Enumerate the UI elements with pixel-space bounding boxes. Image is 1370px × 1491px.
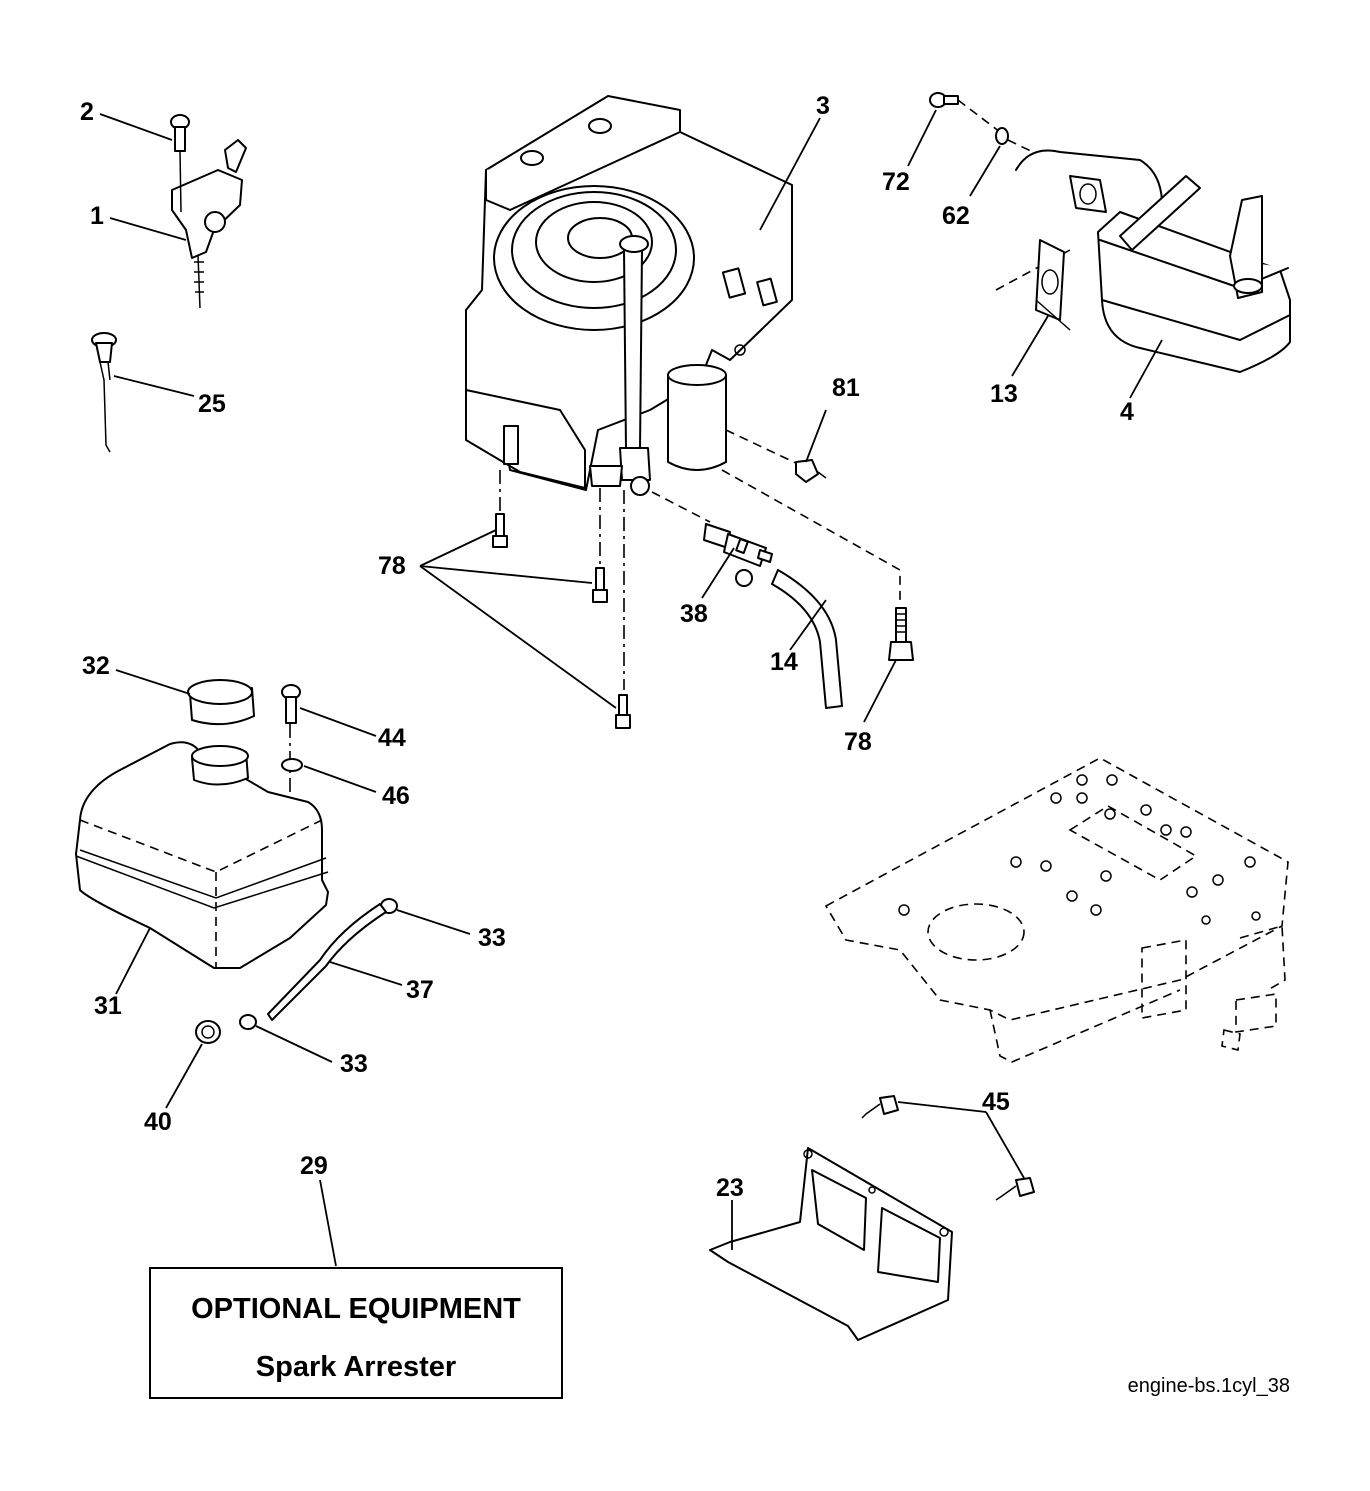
tank-screw <box>281 684 301 724</box>
fuel-cap <box>187 679 255 726</box>
nut <box>795 459 827 483</box>
callout-62: 62 <box>942 202 970 230</box>
fuel-hose <box>771 569 843 709</box>
bolt <box>592 567 608 603</box>
lock-washer <box>995 127 1009 145</box>
bolt <box>492 513 508 548</box>
grommet <box>195 1020 221 1044</box>
shield-screw <box>995 1177 1035 1201</box>
fuel-tank <box>75 741 329 969</box>
callout-33-top: 33 <box>478 924 506 952</box>
bolt <box>615 694 631 729</box>
callout-25: 25 <box>198 390 226 418</box>
bolt <box>888 607 914 661</box>
callout-38: 38 <box>680 600 708 628</box>
engine-plate <box>824 757 1289 1063</box>
shield-screw <box>861 1095 899 1119</box>
callout-3: 3 <box>816 92 830 120</box>
callout-29: 29 <box>300 1152 328 1180</box>
callout-2: 2 <box>80 98 94 126</box>
callout-4: 4 <box>1120 398 1134 426</box>
callout-23: 23 <box>716 1174 744 1202</box>
callout-33-bottom: 33 <box>340 1050 368 1078</box>
heat-shield <box>709 1147 953 1341</box>
callout-46: 46 <box>382 782 410 810</box>
callout-81: 81 <box>832 374 860 402</box>
callout-78-right: 78 <box>844 728 872 756</box>
diagram-reference-code: engine-bs.1cyl_38 <box>1128 1375 1290 1397</box>
callout-40: 40 <box>144 1108 172 1136</box>
callout-44: 44 <box>378 724 406 752</box>
optional-equipment-item: Spark Arrester <box>256 1351 456 1383</box>
callout-32: 32 <box>82 652 110 680</box>
choke-knob <box>91 332 117 453</box>
fuel-line <box>267 903 387 1021</box>
throttle-screw <box>170 114 190 213</box>
callout-45: 45 <box>982 1088 1010 1116</box>
exhaust-gasket <box>1035 239 1071 331</box>
washer <box>281 758 303 772</box>
hose-clamp <box>239 1014 257 1030</box>
throttle-bracket <box>171 139 247 309</box>
dipstick-tube <box>589 235 651 496</box>
callout-13: 13 <box>990 380 1018 408</box>
optional-equipment-box: OPTIONAL EQUIPMENT Spark Arrester <box>149 1267 563 1399</box>
callout-78-left: 78 <box>378 552 406 580</box>
optional-equipment-heading: OPTIONAL EQUIPMENT <box>191 1293 521 1325</box>
callout-31: 31 <box>94 992 122 1020</box>
fuel-fitting <box>703 523 773 587</box>
callout-37: 37 <box>406 976 434 1004</box>
callout-72: 72 <box>882 168 910 196</box>
exhaust-bolt <box>929 92 959 108</box>
callout-1: 1 <box>90 202 104 230</box>
muffler <box>1015 149 1291 373</box>
callout-14: 14 <box>770 648 798 676</box>
